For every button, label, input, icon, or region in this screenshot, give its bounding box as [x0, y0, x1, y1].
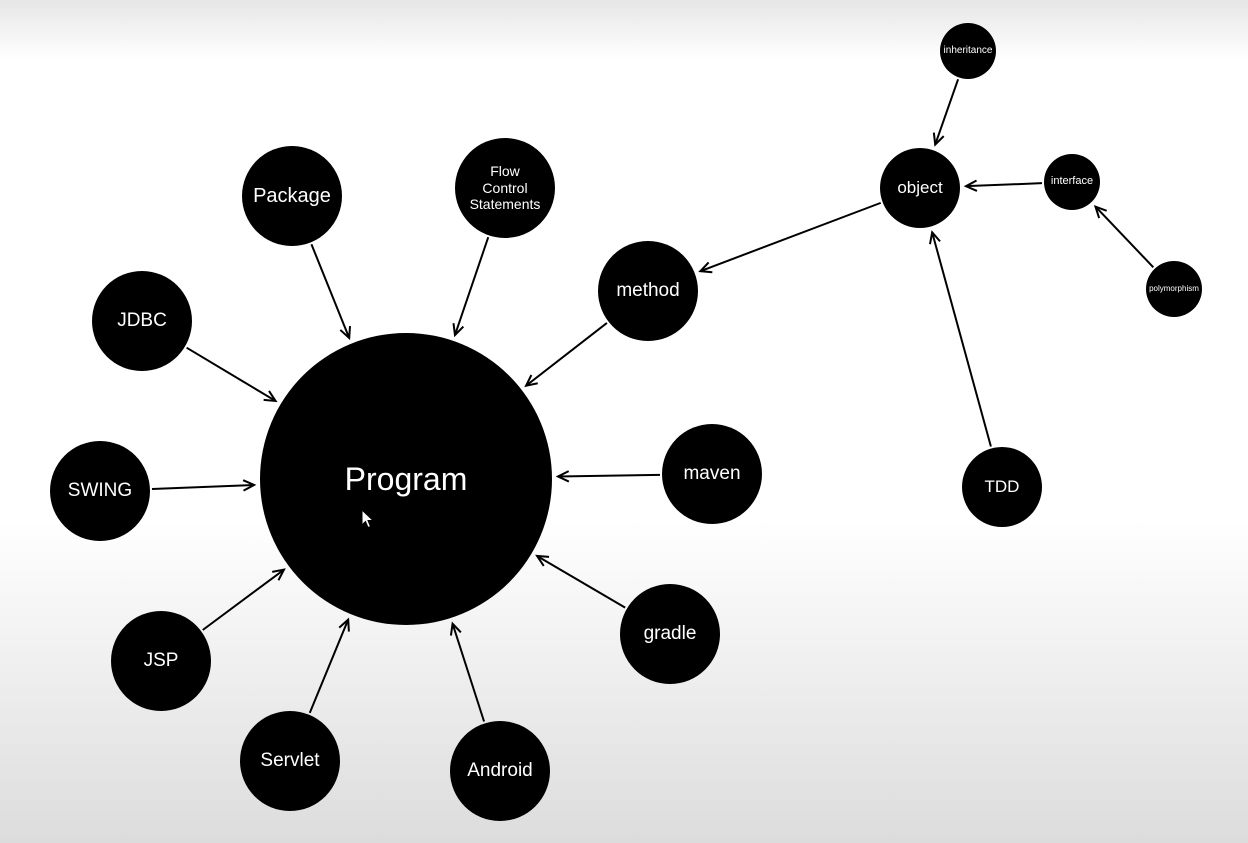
node-maven: maven [662, 424, 762, 524]
arrowhead-jdbc-to-program [263, 390, 278, 403]
node-label-jsp: JSP [143, 649, 179, 671]
arrowhead-interface-to-object [963, 179, 978, 192]
node-jsp: JSP [111, 611, 211, 711]
node-object: object [880, 148, 960, 228]
node-label-servlet: Servlet [260, 749, 320, 771]
arrowhead-method-to-program [524, 374, 538, 388]
edge-object-to-method [700, 201, 882, 273]
node-label-tdd: TDD [984, 476, 1020, 496]
edge-interface-to-object [965, 182, 1043, 188]
node-jdbc: JDBC [92, 271, 192, 371]
node-program: Program [260, 333, 552, 625]
edge-tdd-to-object [931, 232, 992, 447]
arrowhead-tdd-to-object [929, 230, 941, 245]
node-tdd: TDD [962, 447, 1042, 527]
node-label-polymorphism: polymorphism [1149, 284, 1199, 294]
edge-maven-to-program [557, 473, 661, 478]
node-servlet: Servlet [240, 711, 340, 811]
node-label-flow-control: Flow Control Statements [469, 162, 541, 213]
node-label-swing: SWING [67, 479, 133, 501]
arrowhead-polymorphism-to-interface [1093, 204, 1108, 219]
node-label-object: object [897, 177, 943, 197]
edge-method-to-program [525, 322, 608, 387]
edge-gradle-to-program [536, 555, 626, 609]
node-package: Package [242, 146, 342, 246]
node-flow-control: Flow Control Statements [455, 138, 555, 238]
edge-inheritance-to-object [934, 78, 960, 145]
node-interface: interface [1044, 154, 1100, 210]
node-android: Android [450, 721, 550, 821]
edge-flow-control-to-program [454, 236, 490, 336]
arrowhead-object-to-method [698, 261, 713, 274]
edge-android-to-program [451, 623, 486, 722]
arrowhead-flow-control-to-program [452, 323, 465, 338]
edge-jdbc-to-program [186, 346, 277, 402]
edge-swing-to-program [151, 483, 255, 490]
edge-jsp-to-program [202, 568, 285, 631]
mouse-pointer-icon [361, 509, 375, 529]
node-inheritance: inheritance [940, 23, 996, 79]
arrowhead-gradle-to-program [535, 554, 550, 567]
node-gradle: gradle [620, 584, 720, 684]
node-label-method: method [616, 279, 680, 301]
edge-package-to-program [310, 243, 351, 339]
node-polymorphism: polymorphism [1146, 261, 1202, 317]
arrowhead-servlet-to-program [338, 617, 350, 632]
node-label-jdbc: JDBC [117, 309, 167, 331]
node-label-program: Program [344, 460, 468, 497]
node-label-maven: maven [683, 462, 741, 484]
node-label-gradle: gradle [643, 622, 697, 644]
arrowhead-jsp-to-program [272, 568, 286, 581]
node-swing: SWING [50, 441, 150, 541]
arrowhead-package-to-program [339, 325, 352, 341]
node-label-android: Android [467, 759, 533, 781]
edge-servlet-to-program [308, 619, 350, 714]
node-method: method [598, 241, 698, 341]
arrowhead-inheritance-to-object [932, 132, 945, 147]
node-label-package: Package [253, 185, 331, 207]
edge-polymorphism-to-interface [1094, 205, 1155, 268]
arrowhead-maven-to-program [555, 470, 570, 483]
node-label-interface: interface [1050, 175, 1094, 188]
arrowhead-swing-to-program [242, 479, 257, 492]
node-label-inheritance: inheritance [943, 45, 993, 56]
arrowhead-android-to-program [449, 621, 462, 636]
